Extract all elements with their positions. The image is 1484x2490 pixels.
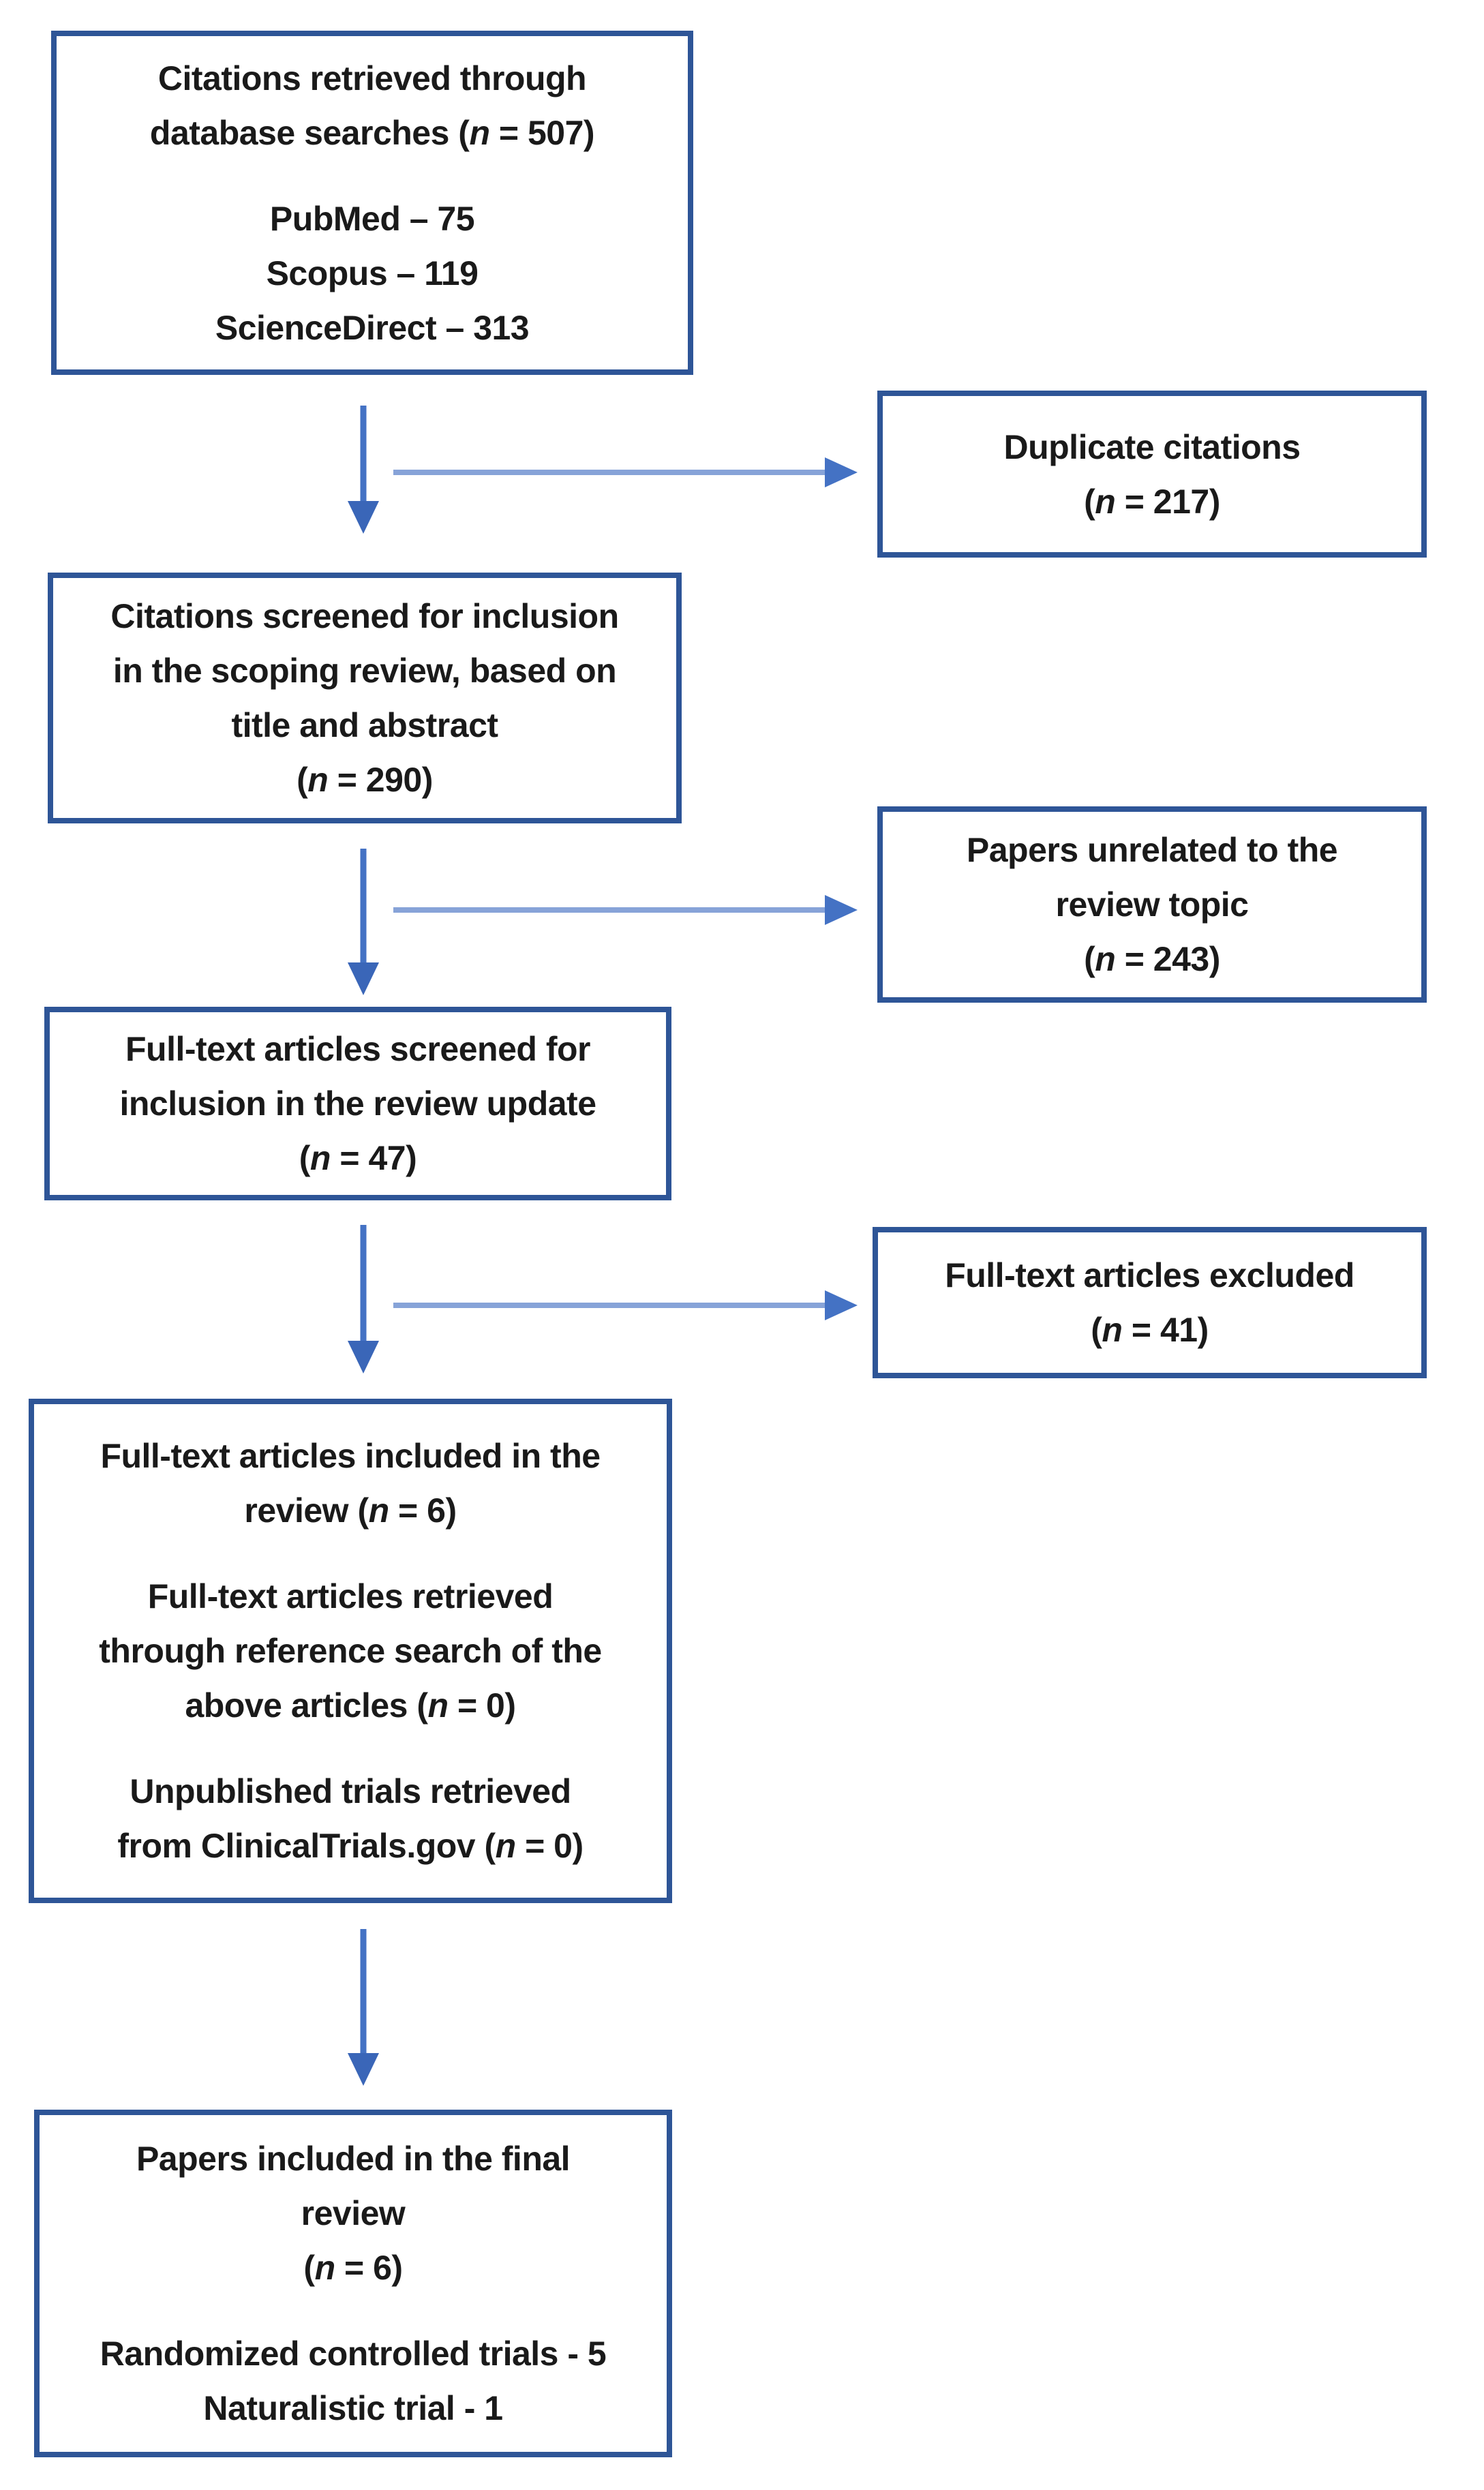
flow-box-papers-final: Papers included in the final review (n =…	[34, 2110, 672, 2457]
box-line: Full-text articles excluded	[945, 1256, 1354, 1294]
box-line: PubMed – 75	[269, 199, 475, 238]
box-line: inclusion in the review update	[119, 1084, 596, 1123]
arrow-right-to-unrelated	[393, 895, 858, 925]
box-line: (n = 6)	[303, 2249, 403, 2287]
arrow-down-screened-to-fulltext	[348, 849, 379, 995]
flow-box-fulltext-excluded: Full-text articles excluded (n = 41)	[873, 1227, 1427, 1378]
box-line: Naturalistic trial - 1	[203, 2389, 503, 2427]
box-line: in the scoping review, based on	[112, 652, 617, 690]
box-line: Papers included in the final	[136, 2140, 571, 2178]
box-line: (n = 243)	[1084, 940, 1220, 978]
arrow-down-fulltext-to-included	[348, 1225, 379, 1373]
flow-box-duplicate-citations: Duplicate citations (n = 217)	[877, 391, 1427, 558]
box-line: Citations screened for inclusion	[110, 597, 619, 635]
box-line: review topic	[1055, 885, 1250, 924]
box-line: (n = 47)	[299, 1139, 417, 1177]
box-line: title and abstract	[231, 706, 498, 744]
box-line: Scopus – 119	[266, 254, 479, 292]
flow-box-fulltext-screened: Full-text articles screened for inclusio…	[44, 1007, 671, 1200]
arrow-right-to-excluded	[393, 1290, 858, 1320]
flow-box-papers-unrelated: Papers unrelated to the review topic (n …	[877, 806, 1427, 1003]
box-line: Unpublished trials retrieved	[130, 1772, 571, 1810]
box-line: Full-text articles retrieved	[147, 1577, 554, 1615]
box-line: above articles (n = 0)	[185, 1686, 516, 1725]
box-line: Papers unrelated to the	[966, 831, 1338, 869]
arrow-right-to-duplicates	[393, 457, 858, 487]
box-line: Full-text articles included in the	[100, 1437, 601, 1475]
box-line: from ClinicalTrials.gov (n = 0)	[117, 1827, 584, 1865]
box-line-blank	[34, 1538, 667, 1569]
flow-box-citations-screened: Citations screened for inclusion in the …	[48, 573, 682, 823]
arrow-down-retrieved-to-screened	[348, 406, 379, 534]
box-line: database searches (n = 507)	[149, 113, 595, 152]
box-line-blank	[57, 160, 688, 192]
box-line: (n = 41)	[1091, 1311, 1209, 1349]
box-line: review	[301, 2194, 406, 2232]
box-line: Randomized controlled trials - 5	[100, 2335, 607, 2373]
box-line: Full-text articles screened for	[125, 1030, 590, 1068]
box-line: Duplicate citations	[1003, 427, 1301, 466]
box-line: review (n = 6)	[244, 1491, 457, 1530]
arrow-down-included-to-final	[348, 1929, 379, 2086]
box-line: (n = 217)	[1084, 482, 1220, 521]
box-line-blank	[40, 2295, 667, 2326]
box-line-blank	[34, 1733, 667, 1764]
flow-box-citations-retrieved: Citations retrieved through database sea…	[51, 31, 693, 375]
box-line: ScienceDirect – 313	[215, 308, 530, 347]
box-line: (n = 290)	[297, 761, 433, 799]
flow-box-fulltext-included: Full-text articles included in the revie…	[29, 1399, 672, 1903]
box-line: through reference search of the	[99, 1632, 602, 1670]
box-line: Citations retrieved through	[157, 59, 587, 97]
